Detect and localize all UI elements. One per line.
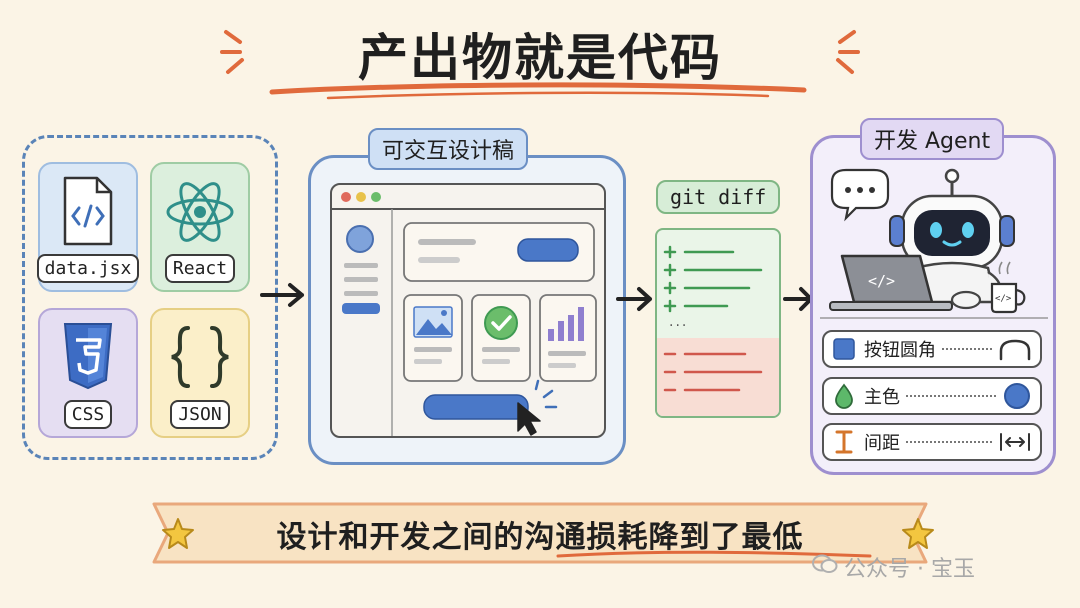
square-icon xyxy=(833,338,855,360)
react-atom-icon xyxy=(166,182,234,242)
browser-window-mockup xyxy=(330,183,606,438)
diff-lines xyxy=(657,245,779,416)
spacing-ibeam-icon xyxy=(835,430,853,454)
git-diff-panel: ... xyxy=(655,228,781,418)
blue-circle-icon xyxy=(1004,383,1030,409)
star-left-icon xyxy=(162,518,194,549)
dotted-leader xyxy=(942,348,992,350)
mug-code-label: </> xyxy=(995,294,1012,304)
star-right-icon xyxy=(902,518,934,549)
agent-badge: 开发 Agent xyxy=(860,118,1005,160)
browser-content xyxy=(332,192,604,436)
prop-row-spacing: 间距 xyxy=(822,423,1042,461)
prop-label: 主色 xyxy=(864,387,900,408)
color-drop-icon xyxy=(835,383,853,409)
dotted-leader xyxy=(906,441,992,443)
wechat-icon xyxy=(812,553,838,581)
json-braces-icon xyxy=(171,326,229,388)
file-tile-css: CSS xyxy=(38,308,138,438)
diff-ellipsis: ... xyxy=(669,314,689,330)
dotted-leader xyxy=(906,395,996,397)
file-tile-label: data.jsx xyxy=(36,254,140,283)
file-tile-label: CSS xyxy=(63,400,113,429)
watermark: 公众号 · 宝玉 xyxy=(812,551,975,583)
prop-label: 按钮圆角 xyxy=(864,340,936,361)
spark-right-icon xyxy=(836,30,860,74)
width-arrows-icon xyxy=(1000,433,1030,451)
watermark-text: 公众号 · 宝玉 xyxy=(844,557,975,582)
css3-shield-icon xyxy=(63,323,113,390)
page-title: 产出物就是代码 xyxy=(358,29,722,87)
corner-arc-icon xyxy=(999,339,1031,361)
prop-row-primary-color: 主色 xyxy=(822,377,1042,415)
git-diff-badge: git diff xyxy=(656,180,781,214)
file-tile-jsx: data.jsx xyxy=(36,162,140,292)
banner-caption: 设计和开发之间的沟通损耗降到了最低 xyxy=(276,520,804,555)
robot-illustration xyxy=(820,168,1048,319)
code-files-panel xyxy=(22,135,278,460)
file-tile-react: React xyxy=(150,162,250,292)
arrow-right-icon xyxy=(616,287,652,311)
design-badge: 可交互设计稿 xyxy=(368,128,529,170)
arrow-right-icon xyxy=(260,283,304,307)
spark-left-icon xyxy=(220,30,244,74)
title-underline xyxy=(269,82,807,100)
file-tile-label: JSON xyxy=(170,400,230,429)
file-tile-label: React xyxy=(164,254,236,283)
laptop-code-label: </> xyxy=(868,272,896,290)
jsx-file-icon xyxy=(63,176,113,246)
file-tile-json: JSON xyxy=(150,308,250,438)
prop-row-button-radius: 按钮圆角 xyxy=(822,330,1042,368)
prop-label: 间距 xyxy=(864,433,900,454)
